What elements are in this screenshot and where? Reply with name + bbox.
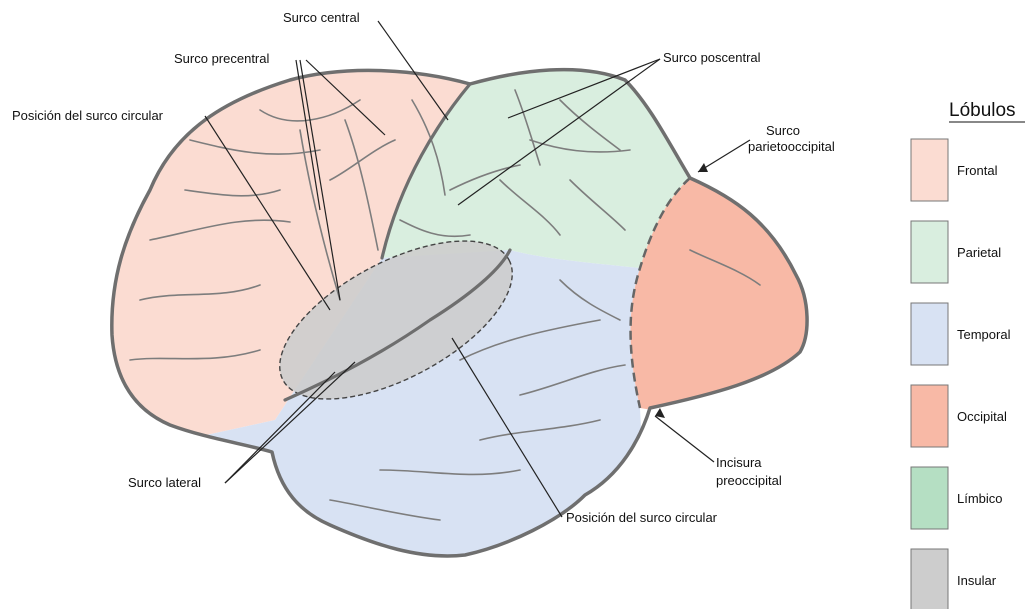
legend-swatch — [911, 549, 948, 609]
label-surco-parietooccipital-line2: parietooccipital — [748, 139, 835, 154]
label-surco-poscentral: Surco poscentral — [663, 50, 761, 65]
label-surco-lateral: Surco lateral — [128, 475, 201, 490]
legend-title: Lóbulos — [949, 100, 1016, 121]
label-posicion-circular-top: Posición del surco circular — [12, 108, 164, 123]
legend-swatch — [911, 221, 948, 283]
legend-label: Límbico — [957, 491, 1003, 506]
legend-label: Parietal — [957, 245, 1001, 260]
legend-label: Occipital — [957, 409, 1007, 424]
label-surco-parietooccipital-line1: Surco — [766, 123, 800, 138]
legend-label: Insular — [957, 573, 997, 588]
label-incisura-line1: Incisura — [716, 455, 762, 470]
label-posicion-circular-bottom: Posición del surco circular — [566, 510, 718, 525]
legend-swatch — [911, 467, 948, 529]
legend-label: Frontal — [957, 163, 998, 178]
legend-swatch — [911, 385, 948, 447]
arrow-parietooccipital — [698, 163, 708, 172]
legend-swatch — [911, 139, 948, 201]
label-surco-precentral: Surco precentral — [174, 51, 269, 66]
parietal-lobe — [382, 0, 900, 268]
legend: Lóbulos FrontalParietalTemporalOccipital… — [911, 100, 1025, 609]
legend-label: Temporal — [957, 327, 1011, 342]
label-incisura-line2: preoccipital — [716, 473, 782, 488]
legend-swatch — [911, 303, 948, 365]
label-surco-central: Surco central — [283, 10, 360, 25]
